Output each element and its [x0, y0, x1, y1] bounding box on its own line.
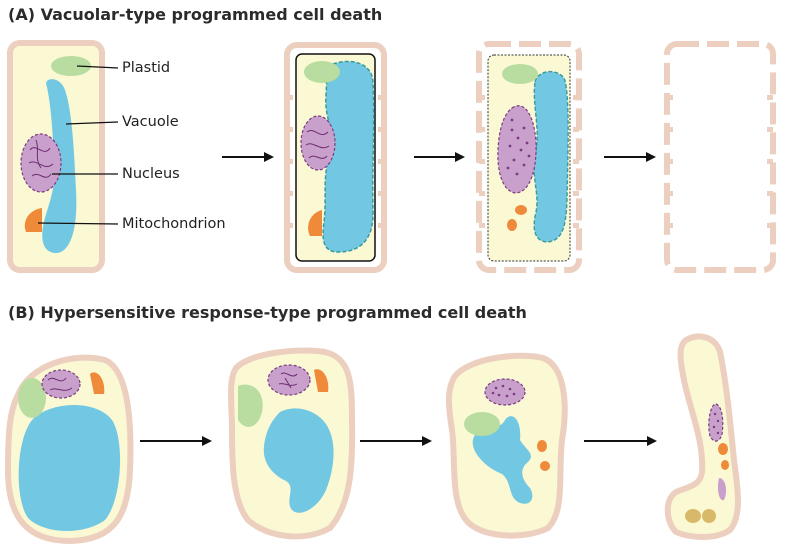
nucleus: [497, 105, 537, 194]
hr-cell-stage-2: [228, 347, 356, 540]
panel-a-title: (A) Vacuolar-type programmed cell death: [8, 5, 383, 24]
vacuolar-cell-stage-3: [476, 41, 582, 273]
plastid: [464, 412, 500, 436]
vacuole: [18, 404, 121, 532]
chromatin: [278, 372, 298, 389]
mitochondrion-fragment: [537, 440, 547, 452]
plastid: [51, 56, 91, 76]
chromatin: [47, 377, 73, 391]
mitochondrion: [314, 369, 329, 392]
wall-notches: [479, 95, 579, 228]
mitochondrion-fragment: [540, 461, 550, 471]
nucleus: [708, 403, 724, 442]
mitochondrion-fragment: [718, 443, 728, 455]
nucleus: [20, 133, 62, 193]
plastid-fragment: [685, 509, 701, 523]
vacuole: [472, 416, 533, 504]
wall-notches: [667, 95, 773, 228]
vacuole-label: Vacuole: [122, 114, 179, 130]
mitochondrion: [90, 372, 105, 394]
plastid-label: Plastid: [122, 60, 171, 76]
plastid-fragment: [702, 509, 716, 523]
vacuole: [533, 71, 569, 243]
panel-b-title: (B) Hypersensitive response-type program…: [8, 303, 527, 322]
plastid: [238, 384, 263, 427]
mitochondrion: [24, 208, 42, 232]
hr-cell-stage-3: [446, 352, 568, 539]
label-leader-lines: [37, 65, 119, 225]
cell-wall: [664, 41, 776, 273]
hr-cell-stage-1: [4, 354, 134, 545]
chromatin: [28, 139, 54, 178]
wall-notches: [287, 95, 384, 228]
cell-wall: [664, 333, 741, 540]
mitochondrion-fragment: [515, 205, 527, 215]
nucleus: [41, 369, 81, 399]
nucleus-label: Nucleus: [122, 166, 180, 182]
nucleus: [267, 364, 311, 396]
hr-cell-stage-4: [664, 333, 741, 540]
plastid: [18, 378, 46, 418]
plastid: [304, 61, 340, 83]
condensed-chromatin: [506, 118, 531, 176]
mitochondrion-label: Mitochondrion: [122, 216, 226, 232]
nucleus: [484, 378, 526, 406]
condensed-chromatin: [491, 384, 516, 398]
mitochondrion-fragment: [507, 219, 517, 231]
mitochondrion: [308, 210, 322, 236]
vacuolar-cell-stage-2: [284, 42, 387, 273]
vacuolar-cell-stage-4: [664, 41, 776, 273]
nucleus: [300, 115, 336, 171]
chromatin: [305, 130, 330, 159]
plastid: [502, 64, 538, 84]
nucleus-fragment: [717, 478, 727, 501]
vacuole: [322, 60, 375, 253]
vacuolar-cell-stage-1: [7, 40, 105, 273]
vacuole: [263, 408, 334, 513]
condensed-chromatin: [712, 412, 720, 435]
mitochondrion-fragment: [721, 460, 729, 470]
